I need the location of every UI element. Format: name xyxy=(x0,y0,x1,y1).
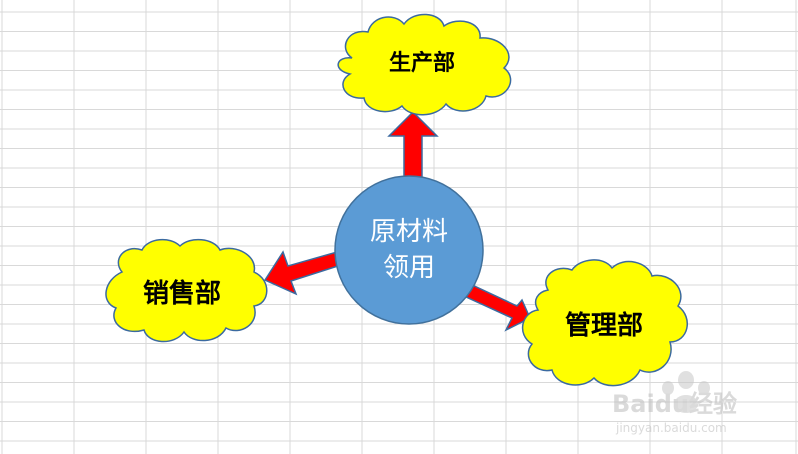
arrow-to-sales xyxy=(263,250,342,296)
arrow-to-production xyxy=(387,110,439,183)
cloud-management xyxy=(521,259,688,387)
watermark-brand: Baidu经验 xyxy=(612,390,737,418)
center-label-line1: 原材料 xyxy=(370,217,448,247)
baidu-watermark: Baidu经验 jingyan.baidu.com xyxy=(612,371,737,435)
management-label: 管理部 xyxy=(565,311,643,341)
cloud-production xyxy=(337,13,512,116)
arrow-to-management xyxy=(462,283,531,332)
center-label-line2: 领用 xyxy=(383,253,435,283)
production-label: 生产部 xyxy=(389,50,455,76)
watermark-url: jingyan.baidu.com xyxy=(615,421,727,435)
paw-logo-icon xyxy=(662,371,710,413)
center-node-circle xyxy=(334,175,484,325)
sales-label: 销售部 xyxy=(143,278,221,309)
cloud-sales xyxy=(105,238,268,343)
